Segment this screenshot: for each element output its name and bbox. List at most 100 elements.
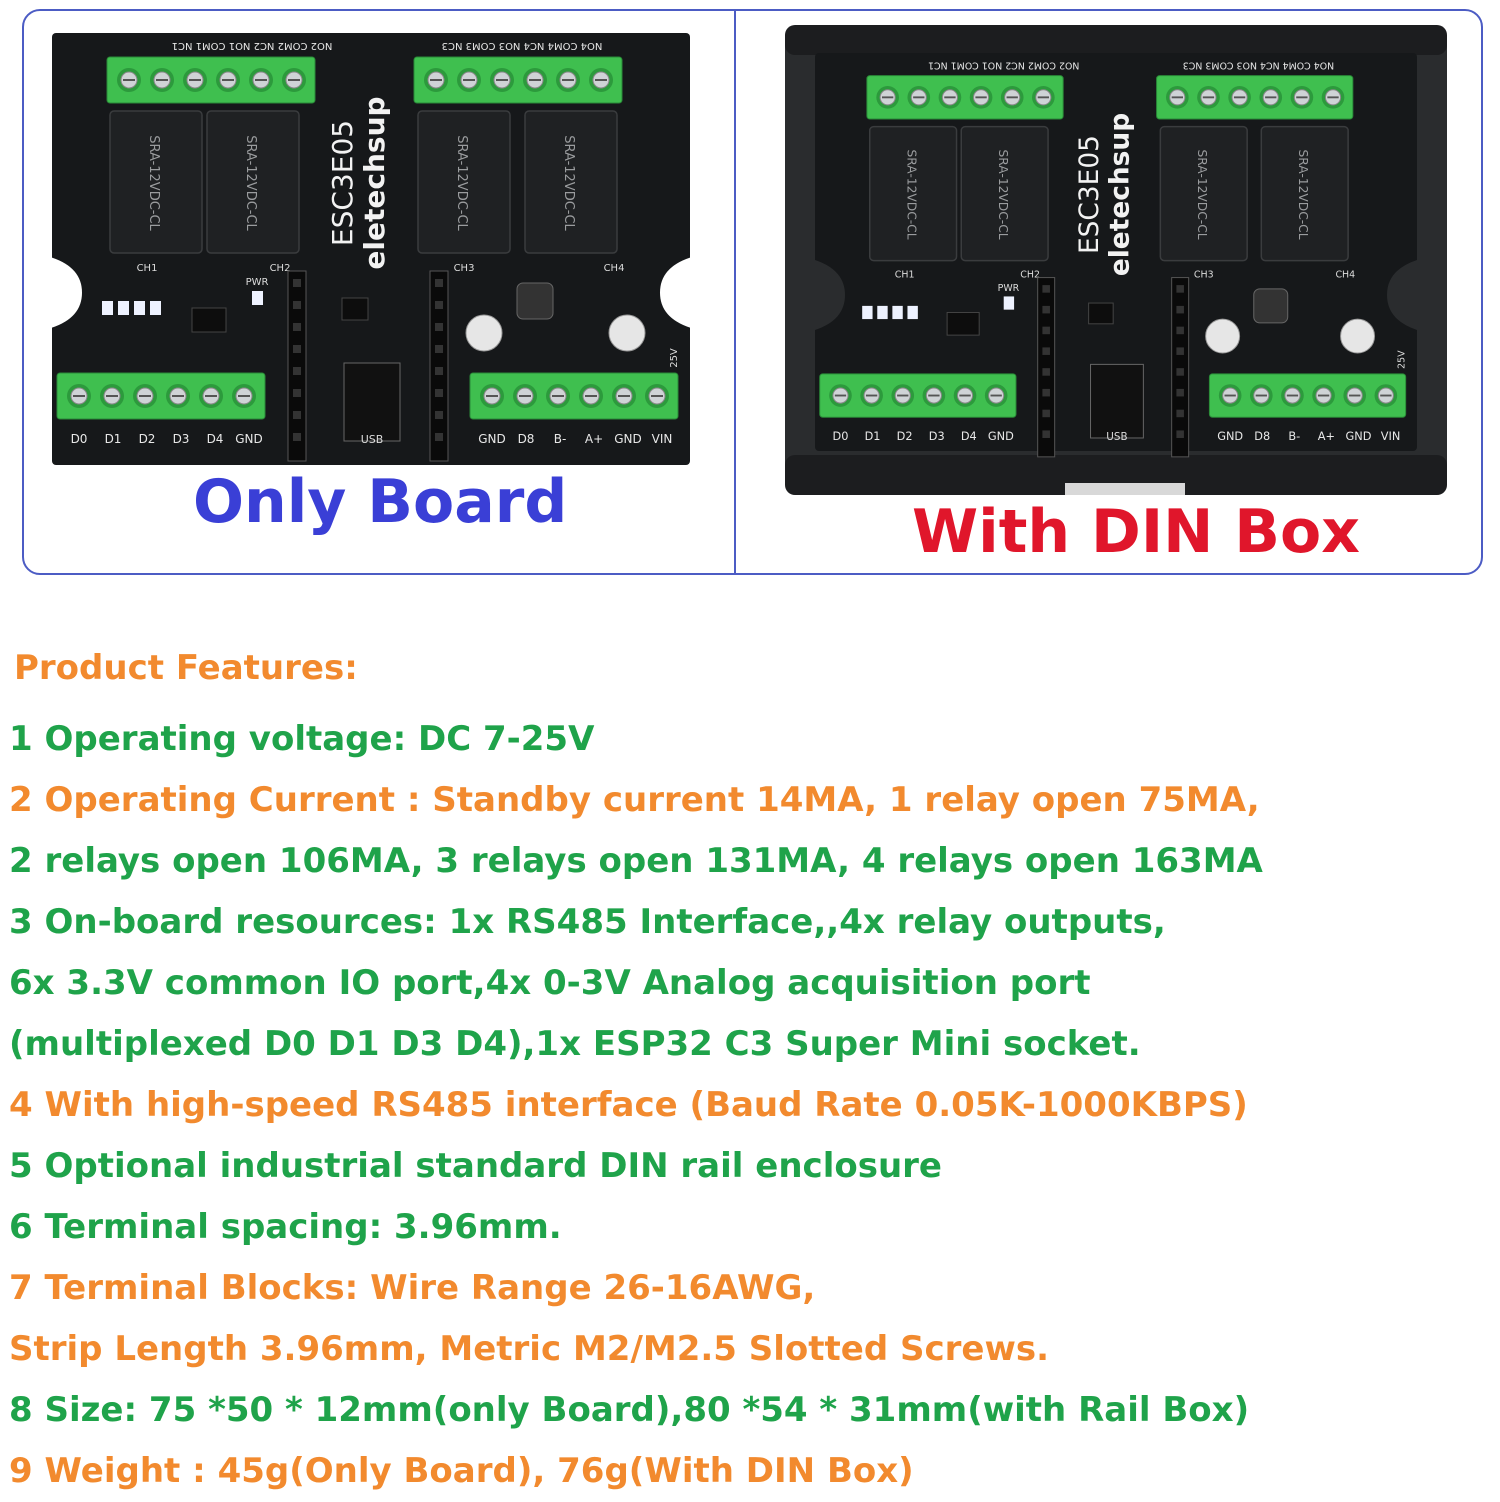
pin-label: GND [235, 432, 263, 446]
feature-line: 5 Optional industrial standard DIN rail … [9, 1146, 942, 1186]
header-pin [1042, 326, 1050, 335]
header-pin [1042, 430, 1050, 438]
usb-socket [343, 362, 401, 442]
feature-line: 8 Size: 75 *50 * 12mm(only Board),80 *54… [9, 1390, 1250, 1430]
header-pin [293, 279, 301, 287]
voltage-label: 25V [669, 348, 680, 368]
channel-led [892, 305, 903, 320]
header-pin [1042, 409, 1050, 418]
relay-marking: SRA-12VDC-CL [454, 135, 469, 231]
notch-right [660, 257, 690, 328]
pin-label: D0 [833, 429, 849, 443]
features-title: Product Features: [14, 648, 358, 688]
label-top-right: NO4 COM4 NC4 NO3 COM3 NC3 [442, 40, 603, 51]
pwr-label: PWR [998, 283, 1020, 294]
header-pin [1176, 409, 1184, 418]
channel-led [102, 301, 113, 315]
pin-header [1037, 277, 1056, 458]
notch-left [52, 257, 82, 328]
header-pin [1176, 285, 1184, 293]
board-only-photo: NO2 COM2 NC2 NO1 COM1 NC1 NO4 COM4 NC4 NO… [52, 33, 690, 465]
pin-label: D2 [139, 432, 156, 446]
usb-label: USB [1106, 431, 1127, 443]
relay-ch4 [1260, 125, 1349, 262]
header-pin [435, 279, 443, 287]
channel-label: CH4 [1335, 270, 1355, 281]
pin-label: B- [1288, 429, 1300, 443]
board-model: ESC3E05 [1074, 135, 1105, 254]
header-pin [435, 301, 443, 309]
header-pin [293, 389, 301, 397]
header-pin [293, 367, 301, 375]
channel-led [907, 305, 918, 320]
pin-label: GND [988, 429, 1014, 443]
ic-chip [191, 307, 227, 333]
header-pin [435, 389, 443, 397]
pin-label: GND [1346, 429, 1372, 443]
relay-ch1 [868, 125, 958, 262]
relay-marking: SRA-12VDC-CL [243, 135, 258, 231]
pin-label: VIN [652, 432, 673, 446]
channel-label: CH2 [270, 263, 291, 274]
header-pin [293, 345, 301, 353]
pin-header [429, 270, 449, 462]
feature-line: Strip Length 3.96mm, Metric M2/M2.5 Slot… [9, 1329, 1050, 1369]
channel-label: CH1 [137, 263, 158, 274]
usb-label: USB [361, 433, 384, 446]
channel-led [118, 301, 129, 315]
board-brand: eletechsup [358, 96, 391, 269]
header-pin [293, 301, 301, 309]
pin-label: B- [554, 432, 567, 446]
feature-line: 9 Weight : 45g(Only Board), 76g(With DIN… [9, 1451, 914, 1491]
pin-label: D4 [961, 429, 977, 443]
ic-chip [946, 311, 980, 336]
pin-label: D3 [929, 429, 945, 443]
pin-label: D3 [173, 432, 190, 446]
pin-label: A+ [585, 432, 603, 446]
header-pin [1176, 347, 1184, 355]
header-pin [1176, 368, 1184, 376]
relay-ch1 [109, 110, 203, 254]
pin-header [1171, 277, 1190, 458]
din-clip [1065, 483, 1185, 495]
pin-label: D8 [1254, 429, 1270, 443]
usb-socket [1090, 363, 1144, 439]
power-led [1003, 296, 1015, 310]
comparison-frame [22, 9, 1483, 575]
frame-divider [734, 9, 736, 575]
header-pin [293, 323, 301, 331]
channel-led [150, 301, 161, 315]
caption-with-din-box: With DIN Box [912, 497, 1360, 567]
header-pin [1176, 326, 1184, 335]
ic-chip [341, 297, 369, 321]
relay-ch2 [960, 125, 1049, 262]
header-pin [293, 411, 301, 419]
relay-marking: SRA-12VDC-CL [561, 135, 576, 231]
header-pin [435, 323, 443, 331]
feature-line: 1 Operating voltage: DC 7-25V [9, 719, 595, 759]
enclosure-top-lip [785, 25, 1447, 55]
header-pin [435, 367, 443, 375]
voltage-label: 25V [1397, 350, 1408, 369]
header-pin [1042, 368, 1050, 376]
label-top-left: NO2 COM2 NC2 NO1 COM1 NC1 [172, 40, 333, 51]
relay-ch4 [524, 110, 618, 254]
feature-line: 3 On-board resources: 1x RS485 Interface… [9, 902, 1166, 942]
pin-label: D1 [865, 429, 881, 443]
notch-right [1387, 259, 1417, 330]
pin-label: A+ [1318, 429, 1335, 443]
header-pin [435, 345, 443, 353]
relay-ch3 [417, 110, 511, 254]
features-list: 1 Operating voltage: DC 7-25V 2 Operating… [9, 709, 1489, 1502]
relay-ch3 [1159, 125, 1248, 262]
enclosure-bottom-lip [785, 455, 1447, 495]
relay-marking: SRA-12VDC-CL [1195, 149, 1209, 239]
pin-label: GND [1217, 429, 1243, 443]
header-pin [1176, 430, 1184, 438]
pin-label: GND [478, 432, 506, 446]
capacitor [465, 314, 503, 352]
feature-line: 2 Operating Current : Standby current 14… [9, 780, 1260, 820]
pin-header [287, 270, 307, 462]
